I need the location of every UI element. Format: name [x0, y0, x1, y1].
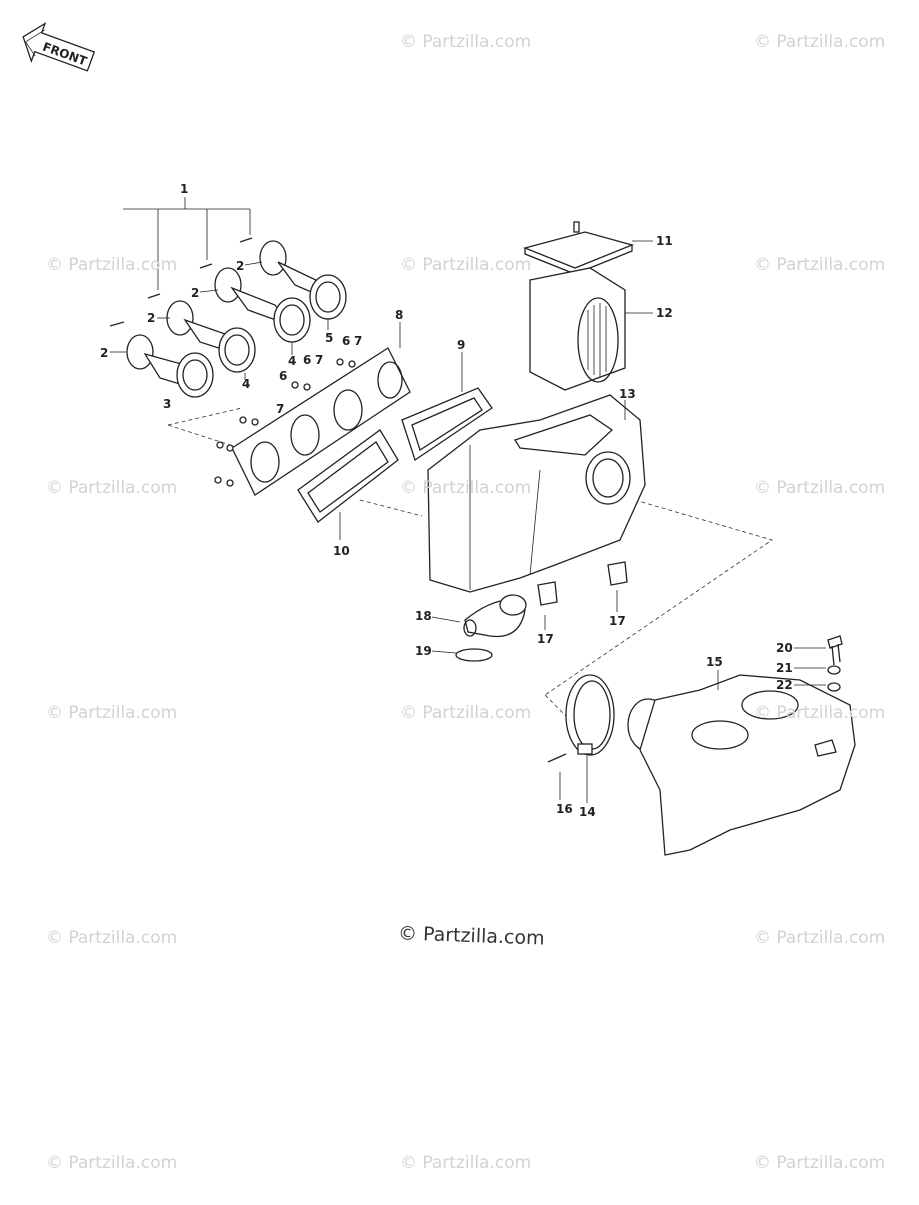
- gasket-9: [401, 387, 493, 462]
- label-2a: 2: [236, 259, 244, 273]
- label-4a: 4: [288, 354, 296, 368]
- element-12: [529, 267, 626, 391]
- dash-4: [544, 497, 773, 696]
- label-9: 9: [457, 338, 465, 352]
- clamp-14: [565, 674, 615, 756]
- carb-holder-2: [214, 267, 311, 343]
- label-17b: 17: [609, 614, 626, 628]
- label-5: 5: [325, 331, 333, 345]
- watermark: © Partzilla.com: [400, 1153, 532, 1173]
- washer-22: [827, 682, 841, 692]
- label-2c: 2: [147, 311, 155, 325]
- dash-1: [167, 407, 243, 426]
- label-11: 11: [656, 234, 673, 248]
- watermark: © Partzilla.com: [754, 928, 886, 948]
- label-7-extra: 7: [276, 402, 284, 416]
- label-15: 15: [706, 655, 723, 669]
- label-17a: 17: [537, 632, 554, 646]
- drain-17b: [607, 561, 628, 586]
- watermark: © Partzilla.com: [754, 478, 886, 498]
- watermark: © Partzilla.com: [46, 255, 178, 275]
- label-1: 1: [180, 182, 188, 196]
- watermark: © Partzilla.com: [754, 703, 886, 723]
- watermark: © Partzilla.com: [754, 255, 886, 275]
- label-6a: 6: [342, 334, 350, 348]
- label-10: 10: [333, 544, 350, 558]
- label-16: 16: [556, 802, 573, 816]
- label-19: 19: [415, 644, 432, 658]
- gasket-8: [231, 347, 411, 496]
- cap-11: [522, 221, 635, 275]
- label-2b: 2: [191, 286, 199, 300]
- label-3: 3: [163, 397, 171, 411]
- label-8: 8: [395, 308, 403, 322]
- label-6b: 6: [303, 353, 311, 367]
- watermark: © Partzilla.com: [46, 928, 178, 948]
- label-21: 21: [776, 661, 793, 675]
- holder-screws: [109, 237, 253, 327]
- watermark: © Partzilla.com: [400, 478, 532, 498]
- front-arrow: FRONT: [22, 21, 96, 72]
- watermark: © Partzilla.com: [754, 1153, 886, 1173]
- screw-16: [547, 753, 567, 763]
- label-2d: 2: [100, 346, 108, 360]
- watermark: © Partzilla.com: [754, 32, 886, 52]
- label-22: 22: [776, 678, 793, 692]
- carb-holder-1: [259, 240, 347, 320]
- watermark: © Partzilla.com: [400, 703, 532, 723]
- drain-17a: [537, 581, 558, 606]
- duct-15: [627, 674, 856, 856]
- leader-lines: [110, 240, 826, 803]
- clamp-19: [455, 648, 493, 662]
- label-13: 13: [619, 387, 636, 401]
- label-6-extra: 6: [279, 369, 287, 383]
- elbow-18: [463, 594, 527, 638]
- watermark: © Partzilla.com: [46, 703, 178, 723]
- watermark: © Partzilla.com: [400, 32, 532, 52]
- label-7b: 7: [315, 353, 323, 367]
- watermark: © Partzilla.com: [400, 255, 532, 275]
- carb-holder-4: [126, 334, 214, 398]
- airbox-13: [427, 394, 646, 593]
- label-4b: 4: [242, 377, 250, 391]
- part-1-bracket: [123, 197, 251, 290]
- gasket-10: [297, 429, 399, 523]
- bolts-6-7: [214, 358, 356, 487]
- screw-20: [827, 635, 843, 666]
- label-14: 14: [579, 805, 596, 819]
- dash-2: [167, 424, 231, 446]
- watermark: © Partzilla.com: [46, 478, 178, 498]
- label-18: 18: [415, 609, 432, 623]
- washer-21: [827, 665, 841, 675]
- label-7a: 7: [354, 334, 362, 348]
- carb-holder-3: [166, 300, 256, 373]
- dash-3: [359, 499, 423, 517]
- label-20: 20: [776, 641, 793, 655]
- watermark: © Partzilla.com: [46, 1153, 178, 1173]
- label-12: 12: [656, 306, 673, 320]
